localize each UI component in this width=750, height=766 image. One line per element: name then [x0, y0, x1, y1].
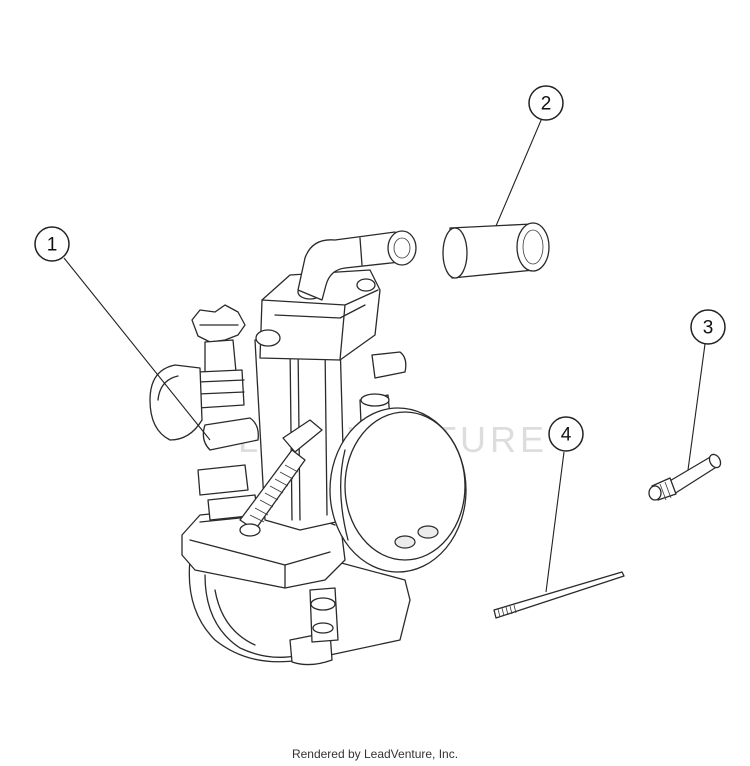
leader-line-4 [545, 451, 565, 593]
footer-credit: Rendered by LeadVenture, Inc. [291, 747, 459, 761]
callout-2[interactable]: 2 [528, 85, 564, 121]
callout-number: 4 [561, 425, 572, 446]
callout-4[interactable]: 4 [548, 416, 584, 452]
callout-number: 3 [703, 318, 714, 339]
callout-number: 1 [47, 235, 58, 256]
leader-line-2 [495, 117, 543, 227]
leader-line-1 [63, 257, 211, 441]
callout-1[interactable]: 1 [34, 226, 70, 262]
callout-3[interactable]: 3 [690, 309, 726, 345]
callout-number: 2 [541, 94, 552, 115]
leader-line-3 [687, 343, 706, 471]
sleeve-drawing [442, 222, 550, 279]
main-jet-drawing [648, 453, 722, 501]
jet-needle-drawing [493, 571, 625, 619]
carburetor-drawing [149, 230, 467, 666]
